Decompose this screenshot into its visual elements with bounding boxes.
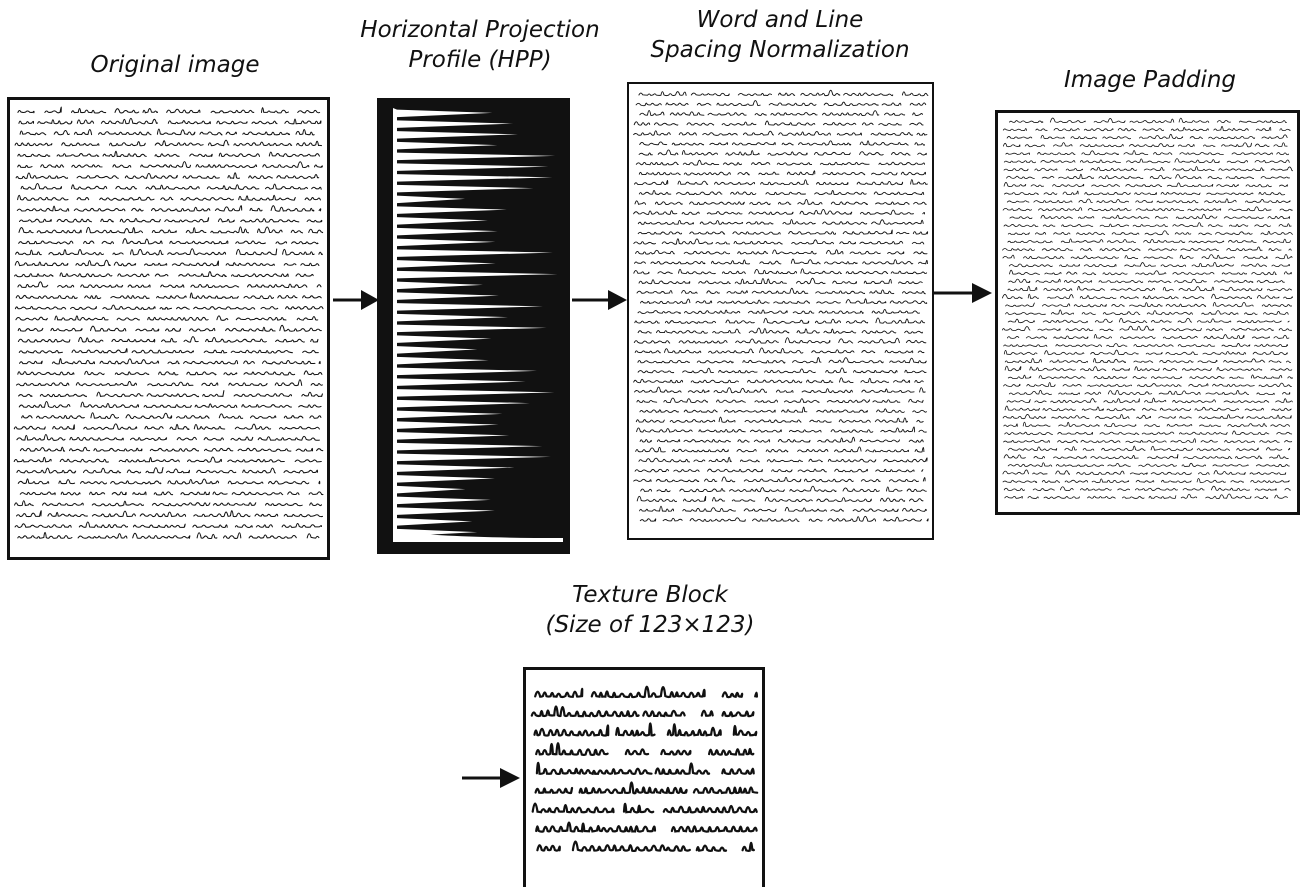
caption-texture-line2: (Size of 123×123) — [545, 612, 755, 638]
caption-texture-line1: Texture Block — [572, 582, 728, 608]
handwriting-scribble — [1002, 117, 1293, 499]
caption-hpp-line2: Profile (HPP) — [408, 47, 552, 73]
hpp-profile-shape — [393, 108, 563, 542]
caption-normalization-line1: Word and Line — [696, 7, 864, 33]
handwriting-strokes — [1002, 117, 1293, 499]
texture-block-panel — [523, 667, 765, 887]
caption-normalization: Word and Line Spacing Normalization — [610, 5, 950, 65]
original-image-panel — [7, 97, 330, 560]
arrow-right-icon — [934, 283, 992, 303]
handwriting-strokes — [13, 106, 324, 539]
caption-texture-block: Texture Block (Size of 123×123) — [500, 580, 800, 640]
hpp-panel — [377, 98, 570, 554]
arrow-right-icon — [462, 768, 520, 788]
handwriting-strokes — [633, 89, 929, 522]
handwriting-strokes — [530, 685, 759, 853]
caption-hpp-line1: Horizontal Projection — [360, 17, 600, 43]
caption-hpp: Horizontal Projection Profile (HPP) — [330, 15, 630, 75]
padded-image-panel — [995, 110, 1300, 515]
caption-image-padding: Image Padding — [1063, 67, 1237, 93]
hpp-profile-plot — [377, 98, 570, 554]
handwriting-scribble — [530, 685, 759, 853]
caption-original-image: Original image — [90, 52, 260, 78]
caption-normalization-line2: Spacing Normalization — [650, 37, 910, 63]
handwriting-scribble — [13, 106, 324, 539]
handwriting-scribble — [633, 89, 929, 522]
normalized-image-panel — [627, 82, 934, 540]
arrow-right-icon — [572, 290, 627, 310]
arrow-right-icon — [333, 290, 379, 310]
